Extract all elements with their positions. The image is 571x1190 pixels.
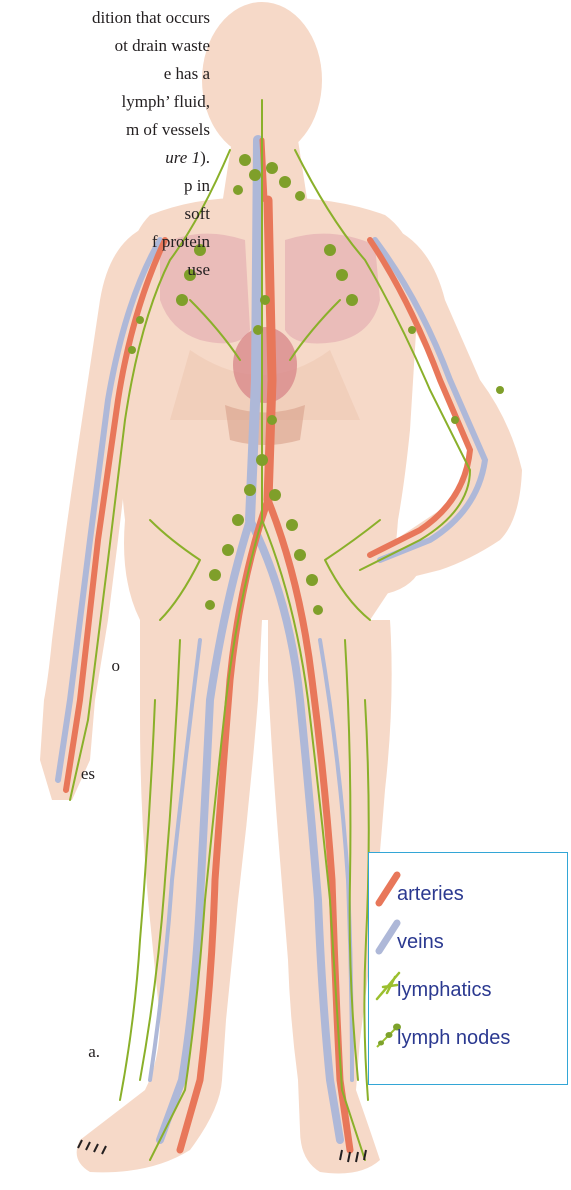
- text-line-12: es: [0, 760, 95, 788]
- text-line-6: ure 1).: [0, 144, 210, 172]
- text-line-8: soft: [0, 200, 210, 228]
- text-line-7: p in: [0, 172, 210, 200]
- legend-label: veins: [397, 931, 444, 954]
- text-line-10: use: [0, 256, 210, 284]
- text-line-3: e has a: [0, 60, 210, 88]
- legend-label: lymph nodes: [397, 1027, 510, 1050]
- text-line-11: o: [0, 652, 120, 680]
- legend-item-lymph-nodes: lymph nodes: [373, 1013, 567, 1053]
- legend-label: lymphatics: [397, 979, 491, 1002]
- legend-item-arteries: arteries: [373, 869, 567, 909]
- heart: [233, 327, 297, 403]
- text-line-1: dition that occurs: [0, 4, 210, 32]
- legend-item-lymphatics: lymphatics: [373, 965, 567, 1005]
- legend-item-veins: veins: [373, 917, 567, 957]
- text-line-4: lymph’ fluid,: [0, 88, 210, 116]
- text-line-13: a.: [0, 1038, 100, 1066]
- legend: arteries veins lymphatics lymph nodes: [368, 852, 568, 1085]
- text-line-9: f protein: [0, 228, 210, 256]
- figure-ref: ure 1: [165, 148, 200, 167]
- legend-label: arteries: [397, 883, 464, 906]
- text-line-5: m of vessels: [0, 116, 210, 144]
- text-line-2: ot drain waste: [0, 32, 210, 60]
